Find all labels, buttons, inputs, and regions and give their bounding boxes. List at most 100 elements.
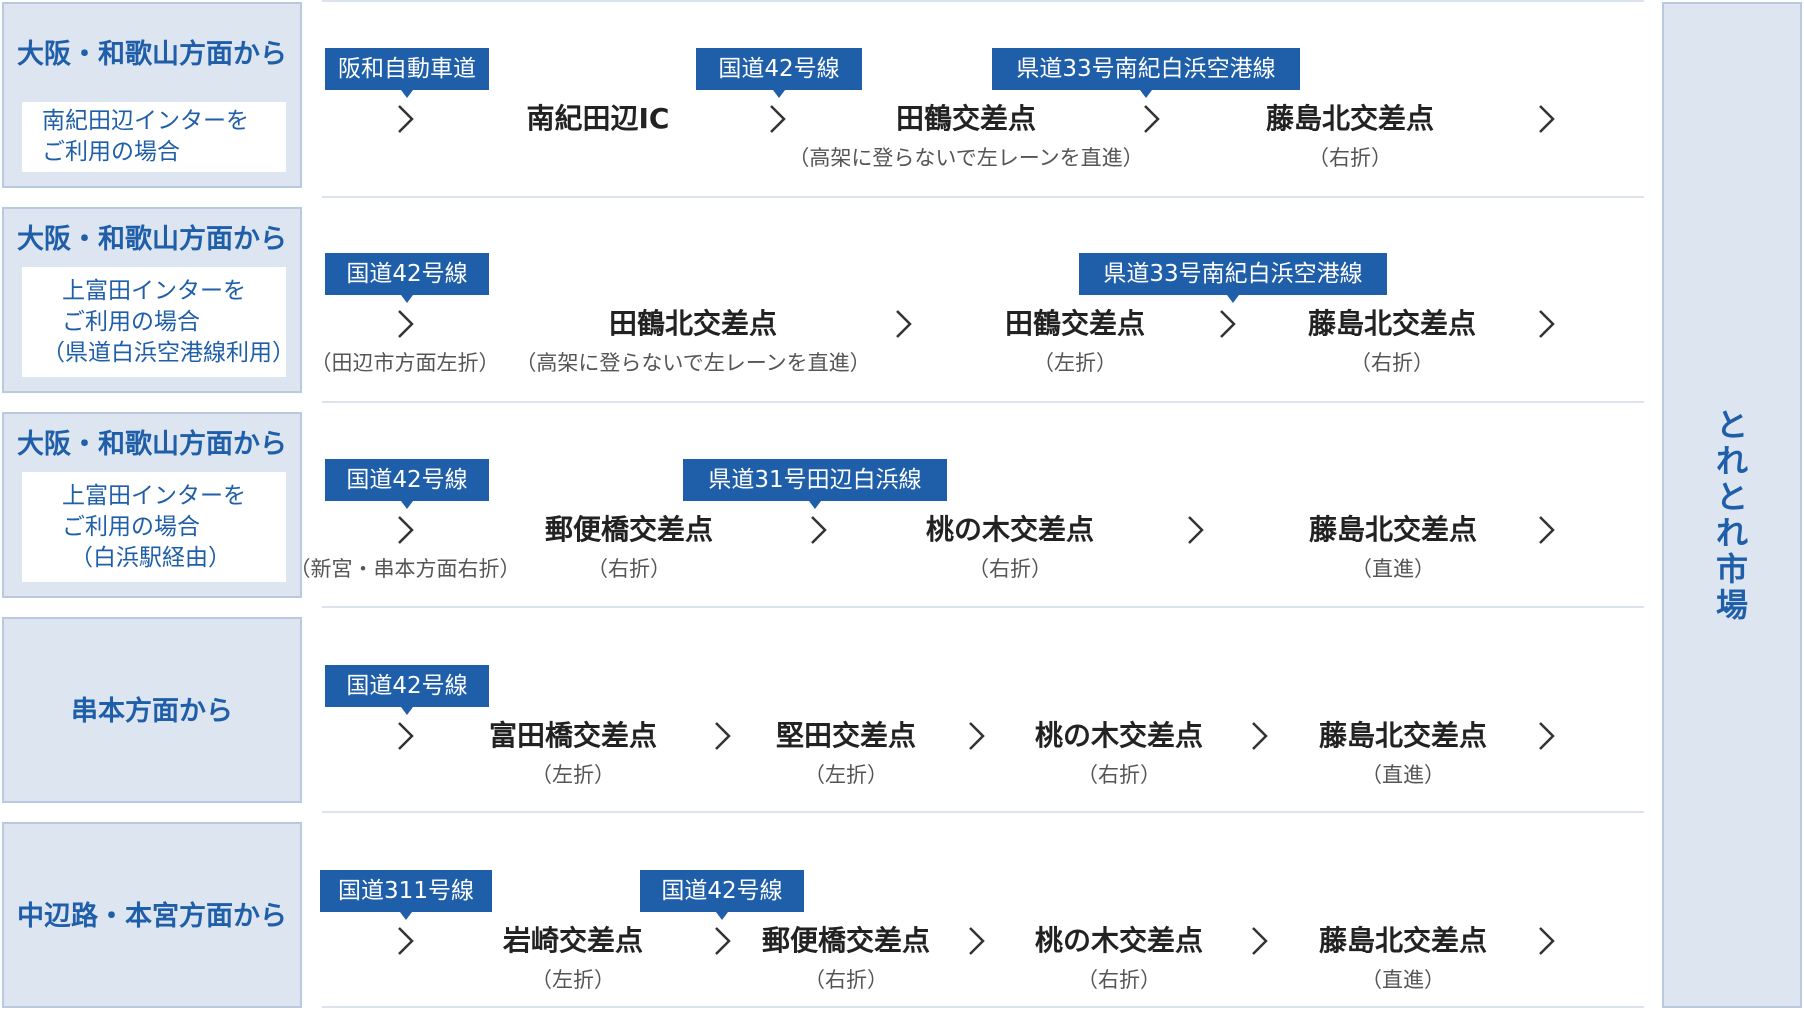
route-origin-panel: 大阪・和歌山方面から 上富田インターを ご利用の場合 （県道白浜空港線利用） [2,207,302,393]
destination-char: と [1715,478,1748,516]
destination-panel: と れ と れ 市 場 [1662,2,1802,1008]
chevron-right-icon [390,513,420,547]
road-badge: 県道33号南紀白浜空港線 [1079,253,1387,303]
route-origin-title: 中辺路・本宮方面から [17,901,287,932]
route-node: 田鶴交差点 [1004,307,1146,340]
chevron-right-icon [707,924,737,958]
route-node: 藤島北交差点 [1318,924,1488,957]
chevron-right-icon [390,719,420,753]
route-note: （右折） [1308,146,1392,170]
chevron-right-icon [762,102,792,136]
route-node: 藤島北交差点 [1308,513,1478,546]
route-note: （新宮・串本方面右折） [289,557,521,581]
subtitle-line: ご利用の場合 [62,513,200,540]
route-node: 郵便橋交差点 [544,513,714,546]
row-divider [322,401,1644,403]
route-node: 岩崎交差点 [502,924,644,957]
route-node: 堅田交差点 [775,719,917,752]
route-origin-title: 大阪・和歌山方面から [17,429,287,460]
road-badge: 国道311号線 [320,870,492,920]
chevron-right-icon [390,307,420,341]
road-badge: 国道42号線 [325,459,489,509]
route-node: 藤島北交差点 [1318,719,1488,752]
destination-char: 市 [1715,550,1748,588]
chevron-right-icon [961,719,991,753]
chevron-right-icon [888,307,918,341]
route-node: 桃の木交差点 [1034,924,1204,957]
destination-char: と [1715,406,1748,444]
route-node: 桃の木交差点 [1034,719,1204,752]
route-origin-subtitle: 南紀田辺インターを ご利用の場合 [22,102,286,172]
chevron-right-icon [803,513,833,547]
chevron-right-icon [1212,307,1242,341]
chevron-right-icon [707,719,737,753]
chevron-right-icon [1244,719,1274,753]
chevron-right-icon [1531,102,1561,136]
route-origin-panel: 串本方面から [2,617,302,803]
route-note: （左折） [531,763,615,787]
row-divider [322,1006,1644,1008]
route-note: （左折） [1033,351,1117,375]
route-node: 藤島北交差点 [1307,307,1477,340]
route-note: （直進） [1361,763,1445,787]
route-origin-panel: 大阪・和歌山方面から 南紀田辺インターを ご利用の場合 [2,2,302,188]
destination-char: れ [1715,514,1748,552]
route-node: 南紀田辺IC [526,102,670,135]
row-divider [322,811,1644,813]
route-node: 富田橋交差点 [488,719,658,752]
road-badge: 国道42号線 [640,870,804,920]
route-note: （右折） [1077,763,1161,787]
route-node: 藤島北交差点 [1265,102,1435,135]
route-note: （右折） [1077,968,1161,992]
subtitle-line: （県道白浜空港線利用） [42,339,295,366]
route-node: 田鶴交差点 [895,102,1037,135]
chevron-right-icon [1531,513,1561,547]
subtitle-line: 南紀田辺インターを [42,108,249,134]
road-badge: 阪和自動車道 [325,48,489,98]
chevron-right-icon [1531,924,1561,958]
route-node: 桃の木交差点 [925,513,1095,546]
subtitle-line: （白浜駅経由） [70,544,231,571]
route-note: （右折） [804,968,888,992]
road-badge: 国道42号線 [696,48,862,98]
route-note: （左折） [531,968,615,992]
row-divider [322,0,1644,2]
route-note: （右折） [968,557,1052,581]
route-note: （左折） [804,763,888,787]
destination-char: れ [1715,442,1748,480]
chevron-right-icon [961,924,991,958]
destination-char: 場 [1715,586,1748,624]
route-note: （高架に登らないで左レーンを直進） [515,351,871,375]
road-badge: 国道42号線 [325,253,489,303]
route-origin-title: 串本方面から [71,696,233,727]
chevron-right-icon [1531,307,1561,341]
row-divider [322,606,1644,608]
subtitle-line: ご利用の場合 [42,139,180,165]
route-note: （直進） [1351,557,1435,581]
road-badge: 県道31号田辺白浜線 [683,459,947,509]
route-node: 郵便橋交差点 [761,924,931,957]
road-badge: 県道33号南紀白浜空港線 [992,48,1300,98]
route-note: （田辺市方面左折） [310,351,500,375]
subtitle-line: ご利用の場合 [62,308,200,335]
chevron-right-icon [390,102,420,136]
chevron-right-icon [1244,924,1274,958]
chevron-right-icon [1531,719,1561,753]
route-origin-panel: 中辺路・本宮方面から [2,822,302,1008]
route-origin-subtitle: 上富田インターを ご利用の場合 （白浜駅経由） [22,472,286,582]
route-note: （右折） [587,557,671,581]
subtitle-line: 上富田インターを [62,277,246,304]
route-origin-title: 大阪・和歌山方面から [17,39,287,70]
route-node: 田鶴北交差点 [608,307,778,340]
route-note: （右折） [1350,351,1434,375]
route-note: （直進） [1361,968,1445,992]
route-origin-subtitle: 上富田インターを ご利用の場合 （県道白浜空港線利用） [22,267,295,377]
subtitle-line: 上富田インターを [62,482,246,509]
destination-label: と れ と れ 市 場 [1712,407,1752,623]
route-origin-panel: 大阪・和歌山方面から 上富田インターを ご利用の場合 （白浜駅経由） [2,412,302,598]
road-badge: 国道42号線 [325,665,489,715]
row-divider [322,196,1644,198]
chevron-right-icon [1180,513,1210,547]
chevron-right-icon [1136,102,1166,136]
chevron-right-icon [390,924,420,958]
